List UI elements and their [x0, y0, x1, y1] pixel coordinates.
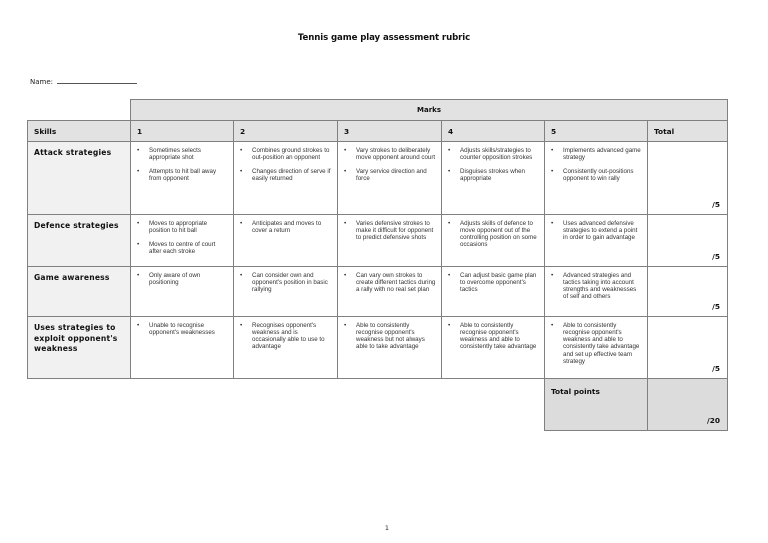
blank-area [28, 379, 545, 431]
criterion-item: Moves to appropriate position to hit bal… [131, 220, 229, 234]
total-score: /5 [712, 302, 720, 311]
column-header-skills: Skills [27, 120, 131, 142]
criterion-item: Able to consistently recognise opponent'… [545, 322, 643, 365]
total-cell[interactable]: /5 [647, 316, 728, 379]
total-score: /5 [712, 364, 720, 373]
criterion-item: Only aware of own positioning [131, 272, 229, 286]
level-3-cell: Able to consistently recognise opponent'… [337, 316, 442, 379]
criterion-item: Uses advanced defensive strategies to ex… [545, 220, 643, 241]
level-4-cell: Adjusts skills of defence to move oppone… [441, 214, 545, 267]
level-5-cell: Uses advanced defensive strategies to ex… [544, 214, 648, 267]
marks-header-row: Marks [28, 99, 728, 121]
level-3-cell: Vary strokes to deliberately move oppone… [337, 141, 442, 215]
total-points-label: Total points [544, 378, 648, 431]
level-4-cell: Able to consistently recognise opponent'… [441, 316, 545, 379]
criterion-item: Combines ground strokes to out-position … [234, 147, 333, 161]
name-field: Name: [30, 76, 138, 86]
criterion-item: Consistently out-positions opponent to w… [545, 168, 643, 182]
level-2-cell: Combines ground strokes to out-position … [233, 141, 338, 215]
criterion-item: Implements advanced game strategy [545, 147, 643, 161]
column-header-level-1: 1 [130, 120, 234, 142]
criterion-item: Can adjust basic game plan to overcome o… [442, 272, 540, 293]
level-2-cell: Can consider own and opponent's position… [233, 266, 338, 317]
column-header-level-5: 5 [544, 120, 648, 142]
criterion-item: Sometimes selects appropriate shot [131, 147, 229, 161]
marks-header: Marks [130, 99, 728, 121]
column-header-level-2: 2 [233, 120, 338, 142]
criterion-item: Vary strokes to deliberately move oppone… [338, 147, 437, 161]
criterion-item: Able to consistently recognise opponent'… [338, 322, 437, 351]
total-cell[interactable]: /5 [647, 141, 728, 215]
level-5-cell: Advanced strategies and tactics taking i… [544, 266, 648, 317]
name-blank-line[interactable] [57, 76, 138, 84]
level-4-cell: Can adjust basic game plan to overcome o… [441, 266, 545, 317]
total-cell[interactable]: /5 [647, 266, 728, 317]
total-points-row: Total points /20 [28, 378, 728, 431]
name-label: Name: [30, 78, 54, 86]
level-2-cell: Anticipates and moves to cover a return [233, 214, 338, 267]
criterion-item: Anticipates and moves to cover a return [234, 220, 333, 234]
total-points-value: /20 [707, 416, 720, 425]
criterion-item: Adjusts skills of defence to move oppone… [442, 220, 540, 249]
criterion-item: Adjusts skills/strategies to counter opp… [442, 147, 540, 161]
criterion-item: Can vary own strokes to create different… [338, 272, 437, 293]
column-header-level-3: 3 [337, 120, 442, 142]
skill-name: Game awareness [27, 266, 131, 317]
column-header-level-4: 4 [441, 120, 545, 142]
level-3-cell: Can vary own strokes to create different… [337, 266, 442, 317]
blank-corner [28, 100, 131, 121]
level-2-cell: Recognises opponent's weakness and is oc… [233, 316, 338, 379]
table-row: Game awareness Only aware of own positio… [27, 266, 728, 317]
total-score: /5 [712, 252, 720, 261]
level-4-cell: Adjusts skills/strategies to counter opp… [441, 141, 545, 215]
criterion-item: Changes direction of serve if easily ret… [234, 168, 333, 182]
table-row: Defence strategies Moves to appropriate … [27, 214, 728, 267]
column-header-total: Total [647, 120, 728, 142]
criterion-item: Can consider own and opponent's position… [234, 272, 333, 293]
skill-name: Defence strategies [27, 214, 131, 267]
criterion-item: Moves to centre of court after each stro… [131, 241, 229, 255]
page-number: 1 [384, 524, 390, 532]
criterion-item: Able to consistently recognise opponent'… [442, 322, 540, 351]
criterion-item: Varies defensive strokes to make it diff… [338, 220, 437, 241]
level-1-cell: Unable to recognise opponent's weaknesse… [130, 316, 234, 379]
skill-name: Uses strategies to exploit opponent's we… [27, 316, 131, 379]
criterion-item: Advanced strategies and tactics taking i… [545, 272, 643, 301]
total-score: /5 [712, 200, 720, 209]
criterion-item: Attempts to hit ball away from opponent [131, 168, 229, 182]
rubric-table: Marks Skills 1 2 3 4 5 Total Attack stra… [27, 99, 728, 431]
level-1-cell: Moves to appropriate position to hit bal… [130, 214, 234, 267]
criterion-item: Disguises strokes when appropriate [442, 168, 540, 182]
criterion-item: Recognises opponent's weakness and is oc… [234, 322, 333, 351]
table-row: Uses strategies to exploit opponent's we… [27, 316, 728, 379]
criterion-item: Unable to recognise opponent's weaknesse… [131, 322, 229, 336]
level-1-cell: Only aware of own positioning [130, 266, 234, 317]
level-1-cell: Sometimes selects appropriate shot Attem… [130, 141, 234, 215]
table-row: Attack strategies Sometimes selects appr… [27, 141, 728, 215]
skill-name: Attack strategies [27, 141, 131, 215]
total-cell[interactable]: /5 [647, 214, 728, 267]
criterion-item: Vary service direction and force [338, 168, 437, 182]
level-5-cell: Able to consistently recognise opponent'… [544, 316, 648, 379]
column-header-row: Skills 1 2 3 4 5 Total [27, 120, 728, 142]
level-5-cell: Implements advanced game strategy Consis… [544, 141, 648, 215]
level-3-cell: Varies defensive strokes to make it diff… [337, 214, 442, 267]
document-title: Tennis game play assessment rubric [297, 33, 471, 43]
total-points-cell[interactable]: /20 [647, 378, 728, 431]
